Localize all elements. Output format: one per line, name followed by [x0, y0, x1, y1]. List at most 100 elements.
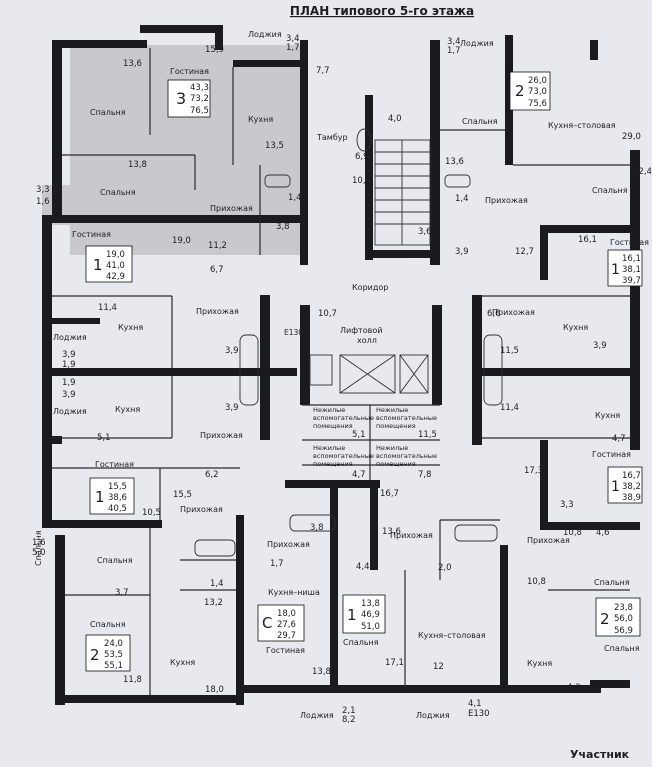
svg-text:13,5: 13,5 [265, 141, 284, 151]
room-label: Спальня [604, 644, 640, 653]
svg-text:1,6: 1,6 [32, 538, 46, 548]
apt-rooms: 1 [93, 256, 103, 274]
svg-text:10,8: 10,8 [563, 528, 582, 538]
svg-text:8,2: 8,2 [342, 715, 356, 725]
apt-area: 73,0 [528, 87, 547, 97]
svg-text:2,1: 2,1 [342, 706, 356, 716]
svg-text:15,9: 15,9 [205, 45, 224, 55]
room-label: Кухня–столовая [548, 121, 616, 130]
svg-text:7,7: 7,7 [316, 66, 330, 76]
svg-text:1,7: 1,7 [447, 46, 461, 56]
svg-text:11,5: 11,5 [418, 430, 437, 440]
apt-rooms: 1 [347, 606, 357, 624]
apt-rooms: 2 [90, 646, 100, 664]
svg-text:19,0: 19,0 [172, 236, 191, 246]
room-label: Кухня [170, 658, 195, 667]
svg-text:4,0: 4,0 [388, 114, 402, 124]
svg-text:3,4: 3,4 [447, 37, 461, 47]
svg-text:помещения: помещения [313, 422, 353, 430]
apartment-badges [85, 71, 643, 672]
room-label: Спальня [100, 188, 136, 197]
svg-text:1,4: 1,4 [288, 193, 302, 203]
svg-text:1,6: 1,6 [36, 197, 50, 207]
apt-area: 38,2 [622, 482, 641, 492]
svg-text:3,9: 3,9 [593, 341, 607, 351]
room-areas: 3,4 1,7 15,9 13,6 7,7 4,0 13,8 13,5 6,9 … [32, 34, 652, 725]
svg-text:11,5: 11,5 [500, 346, 519, 356]
apt-area: 43,3 [190, 83, 209, 93]
room-label: Гостиная [170, 67, 209, 76]
svg-text:4,7: 4,7 [352, 470, 366, 480]
apt-rooms: 1 [611, 479, 620, 495]
apt-rooms: 3 [176, 89, 186, 108]
svg-text:11,4: 11,4 [500, 403, 519, 413]
svg-text:6,7: 6,7 [210, 265, 224, 275]
room-label: Гостиная [72, 230, 111, 239]
svg-text:12: 12 [433, 662, 444, 672]
svg-text:4,3: 4,3 [567, 683, 581, 693]
apt-area: 76,5 [190, 106, 209, 116]
svg-text:Нежилые: Нежилые [376, 406, 408, 414]
apt-area: 40,5 [108, 504, 127, 514]
svg-text:2,0: 2,0 [438, 563, 452, 573]
svg-text:1,4: 1,4 [455, 194, 469, 204]
svg-text:1,4: 1,4 [210, 579, 224, 589]
walls [42, 25, 640, 705]
svg-text:3,8: 3,8 [276, 222, 290, 232]
apt-area: 24,0 [104, 639, 123, 649]
svg-text:3,8: 3,8 [310, 523, 324, 533]
footer-participant: Участник [570, 748, 630, 761]
svg-text:5,1: 5,1 [97, 433, 111, 443]
apt-area: 29,7 [277, 631, 296, 641]
room-label: Спальня [97, 556, 133, 565]
svg-text:13,8: 13,8 [312, 667, 331, 677]
svg-text:12,4: 12,4 [633, 167, 652, 177]
room-label: Прихожая [485, 196, 528, 205]
svg-text:помещения: помещения [376, 422, 416, 430]
room-label: Прихожая [390, 531, 433, 540]
apt-rooms: 1 [95, 488, 105, 506]
svg-text:вспомогательные: вспомогательные [376, 414, 437, 422]
svg-text:29,0: 29,0 [622, 132, 641, 142]
svg-text:15,5: 15,5 [173, 490, 192, 500]
room-label: Прихожая [492, 308, 535, 317]
apt-area: 56,0 [614, 614, 633, 624]
svg-text:3,9: 3,9 [225, 346, 239, 356]
svg-text:11,4: 11,4 [98, 303, 117, 313]
svg-text:Нежилые: Нежилые [313, 444, 345, 452]
svg-text:12,7: 12,7 [515, 247, 534, 257]
svg-text:11,8: 11,8 [123, 675, 142, 685]
room-label: Спальня [90, 108, 126, 117]
room-label: Спальня [462, 117, 498, 126]
svg-text:3,9: 3,9 [455, 247, 469, 257]
apt-area: 38,9 [622, 493, 641, 503]
svg-text:11,2: 11,2 [208, 241, 227, 251]
svg-text:13,6: 13,6 [123, 59, 142, 69]
svg-text:4,7: 4,7 [612, 434, 626, 444]
svg-text:помещения: помещения [313, 460, 353, 468]
room-label: Спальня [90, 620, 126, 629]
room-label: Лоджия [248, 30, 282, 39]
room-label: Кухня–столовая [418, 631, 486, 640]
apt-area: 39,7 [622, 276, 641, 286]
plan-title: ПЛАН типового 5-го этажа [290, 4, 474, 18]
svg-text:13,6: 13,6 [382, 527, 401, 537]
svg-text:Нежилые: Нежилые [376, 444, 408, 452]
apt-rooms: 2 [600, 610, 610, 628]
svg-text:16,7: 16,7 [380, 489, 399, 499]
svg-text:5,1: 5,1 [352, 430, 366, 440]
room-label: Спальня [343, 638, 379, 647]
apt-area: 38,1 [622, 265, 641, 275]
room-label: Прихожая [180, 505, 223, 514]
room-label: Прихожая [200, 431, 243, 440]
room-label: Прихожая [210, 204, 253, 213]
room-label: Спальня [34, 530, 43, 566]
apt-area: 42,9 [106, 272, 125, 282]
svg-text:1,7: 1,7 [270, 559, 284, 569]
svg-text:вспомогательные: вспомогательные [313, 452, 374, 460]
svg-text:13,8: 13,8 [128, 160, 147, 170]
room-labels: Лоджия Гостиная Спальня Кухня Спальня Пр… [34, 30, 649, 720]
svg-text:10,8: 10,8 [352, 176, 371, 186]
apt-area: 75,6 [528, 99, 547, 109]
svg-text:1,7: 1,7 [286, 43, 300, 53]
